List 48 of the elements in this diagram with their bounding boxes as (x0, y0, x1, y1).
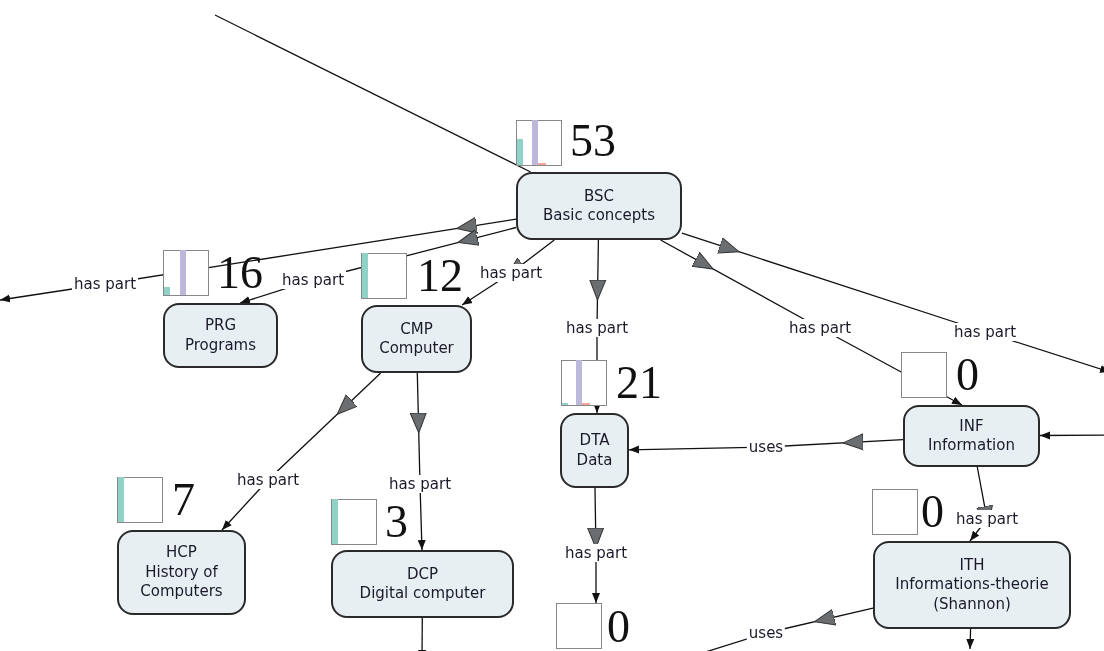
edge-label: has part (787, 319, 853, 337)
edge-label: has part (387, 475, 453, 493)
concept-name: History of Computers (139, 562, 224, 602)
concept-name: Information (928, 436, 1015, 456)
edge-label: has part (563, 544, 629, 562)
concept-code: INF (959, 416, 984, 436)
count-number: 0 (956, 352, 979, 398)
concept-code: CMP (400, 319, 433, 339)
edge-label: has part (478, 264, 544, 282)
concept-box (873, 541, 1071, 629)
edge-label: has part (954, 510, 1020, 528)
edge-label: uses (746, 624, 786, 642)
concept-box (361, 305, 472, 373)
concept-name: Programs (184, 335, 257, 355)
edge-label: has part (564, 319, 630, 337)
connector-arrow (221, 372, 382, 531)
concept-box (117, 530, 246, 615)
concept-box (331, 550, 514, 618)
concept-box (516, 172, 682, 240)
count-number: 0 (607, 604, 630, 650)
concept-code: PRG (204, 316, 237, 336)
count-number: 12 (417, 253, 463, 299)
count-number: 0 (921, 489, 944, 535)
concept-code: DTA (579, 431, 610, 451)
count-number: 21 (616, 360, 662, 406)
edge-label: has part (72, 275, 138, 293)
concept-code: HCP (166, 543, 197, 563)
concept-name: Data (576, 450, 613, 470)
edge-label: has part (280, 271, 346, 289)
connector-arrow (1039, 431, 1104, 440)
connector-arrow (409, 372, 427, 551)
edge-label: has part (235, 471, 301, 489)
count-number: 53 (570, 118, 616, 164)
concept-box (163, 303, 278, 368)
concept-name: Informations-theorie (Shannon) (894, 575, 1050, 615)
count-number: 3 (385, 499, 408, 545)
concept-name: Digital computer (359, 584, 486, 604)
concept-box (560, 413, 629, 488)
concept-box (903, 405, 1040, 467)
count-box (556, 603, 602, 649)
concept-code: ITH (958, 555, 986, 576)
concept-code: BSC (584, 186, 614, 206)
count-number: 16 (217, 250, 263, 296)
edge-label: has part (952, 323, 1018, 341)
concept-name: Computer (379, 339, 454, 359)
concept-name: Basic concepts (542, 206, 656, 226)
count-number: 7 (172, 477, 195, 523)
concept-code: DCP (406, 564, 439, 584)
